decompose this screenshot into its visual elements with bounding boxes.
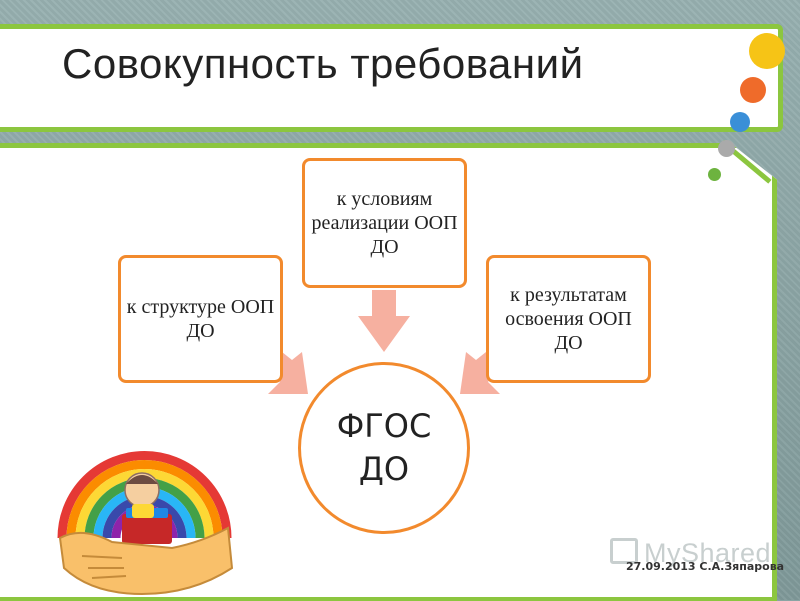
blue-dot-decoration [730,112,750,132]
requirement-label: к результатам освоения ООП ДО [505,284,632,354]
presentation-icon [610,538,638,564]
yellow-dot-decoration [749,33,785,69]
orange-dot-decoration [740,77,766,103]
requirement-label: к условиям реализации ООП ДО [311,188,458,258]
gray-dot-decoration [718,140,735,157]
center-label: ФГОС ДО [336,406,432,488]
requirement-box-structure: к структуре ООП ДО [118,255,283,383]
requirement-label: к структуре ООП ДО [126,296,275,342]
requirement-box-conditions: к условиям реализации ООП ДО [302,158,467,288]
requirement-box-results: к результатам освоения ООП ДО [486,255,651,383]
arrow-down-icon [358,290,410,352]
watermark: MyShared [610,538,771,569]
title-band [0,24,783,132]
watermark-text: MyShared [644,538,772,568]
footer-date-author: 27.09.2013 С.А.Зяпарова [626,560,785,573]
rainbow-child-hands-icon [57,451,234,596]
slide-title: Совокупность требований [62,40,584,87]
fgos-center-circle: ФГОС ДО [298,362,470,534]
green-dot-decoration [708,168,721,181]
